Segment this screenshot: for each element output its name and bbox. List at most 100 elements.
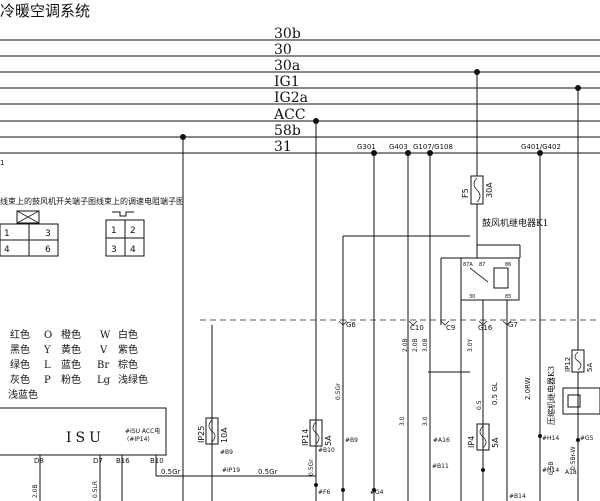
wire-connectors: [314, 434, 580, 492]
legend-r2-c3: Y: [43, 345, 51, 356]
fuse-ip25: IP25 10A: [197, 417, 229, 445]
wire-label: 2.0B: [402, 338, 409, 352]
wire-labels: 0.5Gr #B9 #IP19 0.5Gr #B10 #B9 #A16 #B11…: [32, 338, 594, 500]
bus-label-58b: 58b: [274, 123, 301, 139]
connector2-pin-3: 3: [111, 245, 117, 255]
wire-label: #H14: [542, 435, 559, 442]
wire-label: 0.5Br-W: [570, 446, 577, 470]
fuse-ip14-rating: 5A: [324, 435, 333, 446]
wire-label: 2.0B: [412, 338, 419, 352]
relay-k1: 鼓风机继电器K1 87A 87 86 30 85: [460, 217, 548, 301]
connector1-pin-1: 1: [4, 229, 10, 239]
bus-label-acc: ACC: [273, 107, 306, 123]
isu-pin-d8: D8: [34, 457, 44, 465]
fuse-ip25-rating: 10A: [220, 427, 229, 443]
isu-acc-label: #ISU ACC电: [125, 427, 160, 435]
fuse-ip4-rating: 5A: [491, 437, 500, 448]
connector-diagram-1: 线束上的鼓风机开关端子图 1 3 4 6: [0, 196, 96, 257]
connector1-pin-4: 4: [4, 245, 10, 255]
connector-diagram-2: 线束上的调速电阻端子图 1 2 3 4: [96, 196, 184, 257]
bus-label-ig1: IG1: [274, 74, 300, 90]
wire-label: 0.5LR: [92, 481, 99, 498]
wire-label: 2.0B: [32, 484, 39, 498]
legend-r2-c5: V: [99, 345, 108, 356]
isu-acc-pin: (#IP14): [127, 436, 150, 443]
legend-r5-c2: 浅蓝色: [8, 388, 38, 401]
fuse-f5-rating: 30A: [485, 182, 494, 198]
connector-title-1: 线束上的鼓风机开关端子图: [0, 196, 96, 206]
relay-pin-30: 30: [469, 294, 475, 300]
legend-r4-c4: 粉色: [61, 373, 81, 386]
connector2-pin-4: 4: [130, 245, 136, 255]
wire-label: #B9: [345, 437, 358, 444]
isu-pin-b16: B16: [116, 457, 130, 465]
wire-label: 3.0: [399, 416, 406, 426]
ground-g401: G401/G402: [521, 143, 561, 151]
page-title: 冷暖空调系统: [0, 2, 90, 20]
junction-g16: G16: [478, 324, 493, 332]
legend-r2-c2: 黑色: [10, 343, 30, 356]
connector2-pin-1: 1: [111, 226, 117, 236]
fuse-ip12: IP12 5A: [564, 349, 594, 373]
isu-label: ISU: [66, 430, 105, 446]
legend-r2-c6: 紫色: [118, 343, 138, 356]
wire-label: #B10: [318, 447, 335, 454]
wire-label: 0.5Gr: [308, 459, 315, 476]
junction-g7: G7: [508, 321, 518, 329]
legend-r3-c4: 蓝色: [61, 358, 81, 371]
color-legend: 红色 O 橙色 W 白色 黑色 Y 黄色 V 紫色 绿色 L 蓝色 Br 棕色 …: [8, 328, 148, 401]
fuse-ip4: IP4 5A: [467, 423, 500, 451]
legend-r1-c6: 白色: [118, 328, 138, 341]
legend-r4-c2: 灰色: [10, 373, 30, 386]
legend-r4-c3: P: [44, 375, 51, 386]
legend-r3-c6: 棕色: [118, 358, 138, 371]
ground-g301: G301: [357, 143, 376, 151]
fuse-ip14: IP14 5A: [301, 419, 333, 447]
legend-r1-c3: O: [44, 330, 52, 341]
legend-r3-c3: L: [44, 360, 51, 371]
wire-label: 3.0Y: [467, 338, 474, 352]
fuse-ip12-rating: 5A: [586, 363, 594, 372]
wire-label: #F6: [318, 489, 330, 496]
wire-label: 0.5Gr: [335, 383, 342, 400]
fuse-f5: F5 30A: [461, 175, 494, 205]
connector-title-2: 线束上的调速电阻端子图: [96, 196, 184, 206]
junction-g6: G6: [346, 321, 356, 329]
legend-r3-c2: 绿色: [10, 358, 30, 371]
vertical-wires: [182, 72, 579, 501]
relay-pin-85: 85: [505, 294, 511, 300]
isu-module: ISU #ISU ACC电 (#IP14) D8 D7 B16 B10: [0, 407, 316, 501]
connector1-pin-3: 3: [45, 229, 51, 239]
wire-label: 0.5Gr: [258, 468, 278, 476]
ground-g107: G107/G108: [413, 143, 453, 151]
fuse-ip12-code: IP12: [564, 357, 572, 372]
bus-label-31: 31: [274, 139, 292, 155]
legend-r2-c4: 黄色: [61, 343, 81, 356]
legend-r1-c5: W: [100, 330, 111, 341]
bus-label-30a: 30a: [274, 58, 300, 74]
isu-pin-b10: B10: [150, 457, 164, 465]
bus-lines: [0, 39, 600, 154]
relay-pin-87a: 87A: [463, 262, 473, 268]
wire-label: 0.5B: [548, 461, 555, 475]
relay-pin-87: 87: [479, 262, 485, 268]
wire-label: #H14: [542, 467, 559, 474]
wire-label: #G4: [370, 489, 384, 496]
wire-label: 0.5 GL: [491, 382, 499, 405]
legend-r3-c5: Br: [97, 360, 109, 371]
svg-text:1: 1: [0, 159, 4, 167]
legend-r1-c2: 红色: [10, 328, 30, 341]
wire-label: 0.5: [476, 400, 483, 410]
fuse-ip14-code: IP14: [301, 429, 310, 446]
isu-pin-d7: D7: [93, 457, 103, 465]
relay-k3-label: 压缩机继电器K3: [546, 366, 556, 425]
wire-label: #G5: [580, 435, 594, 442]
wire-label: #IP19: [222, 467, 240, 474]
fuse-f5-code: F5: [461, 188, 470, 198]
wire-label: 3.0B: [422, 338, 429, 352]
legend-r4-c5: Lg: [97, 375, 111, 386]
junction-c10: C10: [410, 324, 424, 332]
fuse-ip25-code: IP25: [197, 426, 206, 443]
bus-label-30: 30: [274, 42, 292, 58]
wire-label: A18: [565, 469, 577, 476]
